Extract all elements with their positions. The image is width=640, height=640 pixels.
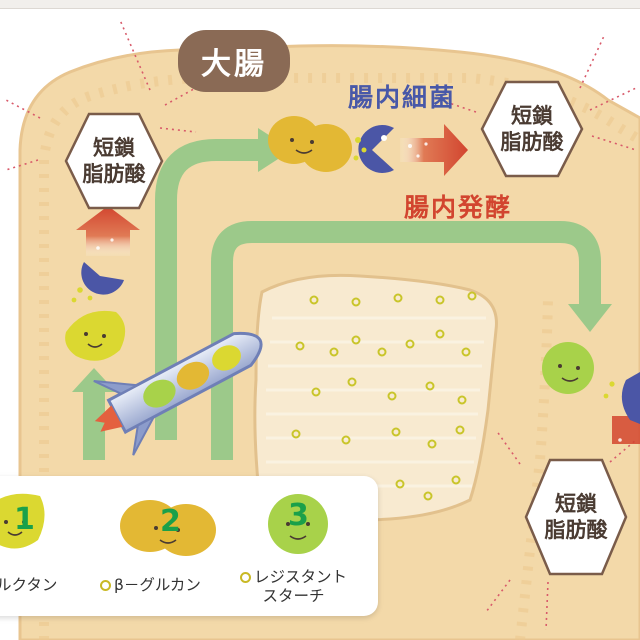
legend-fiber-2-icon [120, 500, 216, 556]
intestine-lumen [253, 273, 498, 522]
legend-number-2: 2 [160, 504, 181, 539]
legend-item-1-label: ルクタン [0, 576, 58, 594]
fiber-1-character-left [65, 310, 126, 361]
fiber-2-character-top [268, 116, 352, 172]
legend-item-3: レジスタント スターチ [240, 568, 347, 607]
gut-fermentation-label: 腸内発酵 [404, 193, 513, 222]
lumen-particles [291, 291, 477, 501]
scfa-hex-right: 短鎖 脂肪酸 [480, 80, 584, 178]
legend-item-2: β－グルカン [100, 576, 201, 595]
scfa-text-line2: 脂肪酸 [500, 130, 564, 154]
fiber-3-character-right [542, 342, 594, 394]
legend-panel: 1 2 3 ルクタン β－グルカン レジスタント スターチ [0, 476, 378, 616]
bacteria-pacman-center [358, 125, 394, 173]
organ-label-text: 大腸 [201, 47, 267, 82]
scfa-text-line1: 短鎖 [93, 135, 135, 160]
hexagon-shape [480, 80, 584, 178]
bacteria-pacman-right [621, 372, 640, 424]
legend-icons [0, 493, 328, 556]
legend-item-2-label: β－グルカン [114, 576, 201, 594]
scfa-text-line2: 脂肪酸 [82, 162, 146, 186]
gut-bacteria-label: 腸内細菌 [348, 83, 457, 112]
legend-item-1: ルクタン [0, 576, 57, 595]
legend-item-3-label-line2: スターチ [262, 587, 325, 606]
scfa-text-line2: 脂肪酸 [544, 518, 608, 542]
legend-dot-icon [100, 580, 111, 591]
rocket [93, 331, 263, 456]
organ-label: 大腸 [178, 30, 290, 92]
hexagon-shape [524, 458, 628, 576]
fermentation-arrow-right [612, 416, 640, 444]
legend-number-1: 1 [14, 502, 35, 537]
fermentation-arrow-up [76, 206, 140, 256]
decor-dots [5, 19, 637, 631]
bacteria-pacman-left [81, 262, 124, 295]
top-border [0, 0, 640, 9]
bacteria-crumbs [71, 137, 615, 399]
legend-item-3-label-line1: レジスタント [254, 568, 348, 586]
legend-number-3: 3 [288, 498, 309, 533]
fermentation-sparkles [96, 142, 622, 442]
intestine-right-wall [515, 299, 553, 640]
scfa-text-line1: 短鎖 [511, 103, 553, 128]
fermentation-arrow [400, 124, 468, 176]
legend-dot-icon [240, 572, 251, 583]
legend-fiber-3-icon [268, 494, 328, 554]
scfa-hex-left: 短鎖 脂肪酸 [64, 112, 164, 210]
hexagon-shape [64, 112, 164, 210]
flow-arrows [83, 139, 601, 460]
legend-fiber-1-icon [0, 493, 45, 549]
scfa-text-line1: 短鎖 [555, 491, 597, 516]
scfa-hex-bottom: 短鎖 脂肪酸 [524, 458, 628, 576]
